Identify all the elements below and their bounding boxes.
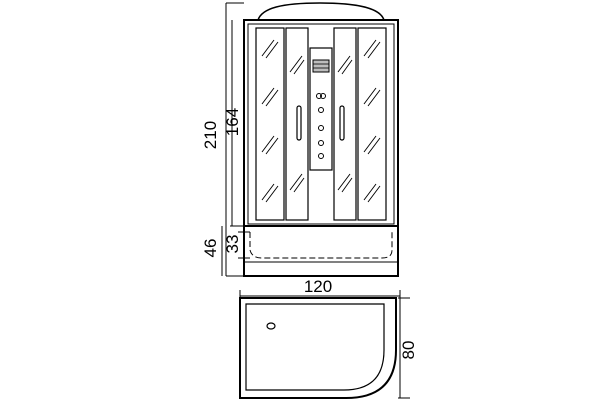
cabin-frame bbox=[243, 19, 399, 227]
total-height-label: 210 bbox=[201, 121, 220, 149]
jet-nozzle-icon bbox=[318, 107, 324, 113]
tray-inner-height-label: 33 bbox=[223, 235, 242, 254]
jet-nozzle-icon bbox=[320, 93, 326, 99]
roof-dome bbox=[257, 2, 385, 21]
right-door-handle bbox=[339, 105, 345, 141]
front-view bbox=[243, 2, 399, 277]
shower-column-display bbox=[312, 59, 330, 73]
right-glass-panel-outer bbox=[357, 27, 387, 221]
jet-nozzle-icon bbox=[318, 140, 324, 146]
drain-icon bbox=[266, 322, 276, 330]
depth-label: 80 bbox=[399, 341, 418, 360]
jet-nozzle-icon bbox=[318, 153, 324, 159]
left-door-handle bbox=[296, 105, 302, 141]
dimension-tray-inner-height: 33 bbox=[223, 231, 250, 259]
tray-plan-outline bbox=[239, 297, 397, 399]
left-glass-panel-outer bbox=[255, 27, 285, 221]
tray-height-label: 46 bbox=[201, 239, 220, 258]
shower-column bbox=[309, 47, 333, 171]
left-glass-panel-inner bbox=[285, 27, 309, 221]
glass-reflections bbox=[261, 39, 381, 203]
shower-tray bbox=[243, 225, 399, 277]
tray-inner-contour bbox=[249, 232, 393, 259]
cabin-inner-frame bbox=[247, 23, 395, 225]
right-glass-panel-inner bbox=[333, 27, 357, 221]
tray-plan-inner bbox=[245, 303, 385, 391]
top-view: 120 80 bbox=[239, 277, 418, 399]
width-label: 120 bbox=[304, 277, 332, 296]
dimension-tray-height: 46 bbox=[201, 226, 223, 276]
dimension-total-height: 210 bbox=[201, 2, 244, 277]
jet-nozzle-icon bbox=[316, 93, 322, 99]
jet-nozzle-icon bbox=[318, 125, 324, 131]
cabin-height-label: 164 bbox=[223, 108, 242, 136]
dimension-cabin-height: 164 bbox=[223, 19, 256, 227]
